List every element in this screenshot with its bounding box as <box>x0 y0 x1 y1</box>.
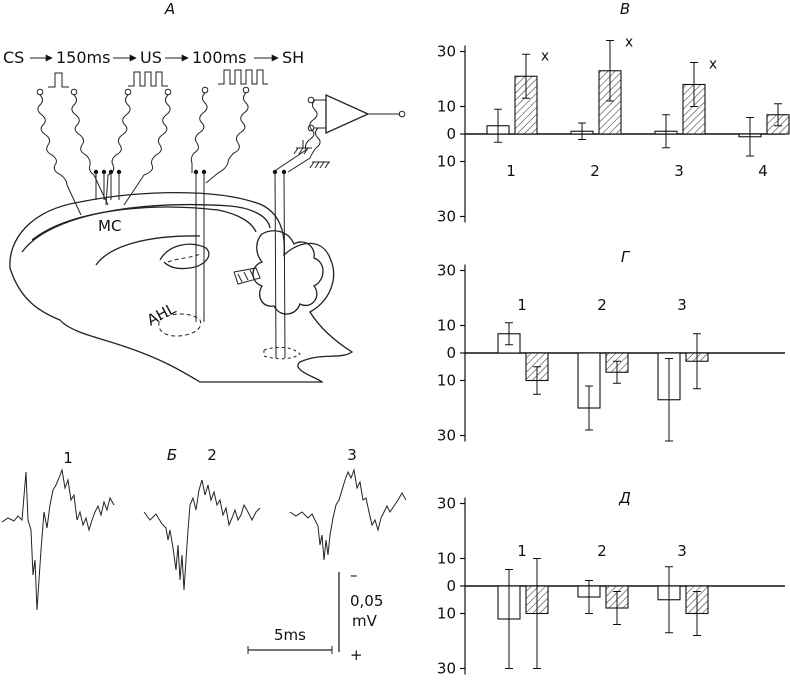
scale-amplitude-value: 0,05 <box>350 592 383 610</box>
trace-1 <box>1 468 115 611</box>
ground-icon <box>293 147 330 169</box>
chart-3: Д 30 10 0 10 30 1 2 3 <box>437 489 785 678</box>
significance-mark: x <box>625 35 633 51</box>
brain-outline <box>9 191 354 383</box>
protocol-cs: CS <box>3 48 24 67</box>
ahl-label: AHL <box>144 299 179 329</box>
y-tick-label: 10 <box>437 153 456 171</box>
trace-label-1: 1 <box>63 449 73 467</box>
category-label: 3 <box>677 296 687 314</box>
category-label: 3 <box>677 542 687 560</box>
sh-pulse-train-icon <box>218 69 268 85</box>
chart-panel-label: Г <box>621 248 631 266</box>
panel-b-label: Б <box>167 446 177 464</box>
us-leads <box>105 88 172 206</box>
y-tick-label: 0 <box>446 125 456 143</box>
y-tick-label: 0 <box>446 344 456 362</box>
scale-amplitude-unit: mV <box>352 612 378 630</box>
y-tick-label: 10 <box>437 605 456 623</box>
trace-2 <box>143 479 261 591</box>
category-label: 1 <box>506 162 516 180</box>
protocol-sh: SH <box>282 48 304 67</box>
trace-3 <box>289 468 407 561</box>
electrode-tips <box>93 169 287 175</box>
y-tick-label: 10 <box>437 372 456 390</box>
category-label: 2 <box>590 162 600 180</box>
y-tick-label: 30 <box>437 427 456 445</box>
chart-panel-label: Д <box>618 489 631 507</box>
category-label: 1 <box>517 296 527 314</box>
panel-a-label: А <box>164 0 175 18</box>
category-label: 2 <box>597 542 607 560</box>
y-tick-label: 30 <box>437 495 456 513</box>
panel-b: Б 1 2 3 – 0,05 mV + 5ms <box>1 446 407 664</box>
recording-leads <box>275 99 321 173</box>
category-label: 3 <box>674 162 684 180</box>
cs-leads <box>36 88 109 216</box>
scale-plus-sign: + <box>350 646 363 664</box>
y-tick-label: 30 <box>437 208 456 226</box>
y-tick-label: 30 <box>437 43 456 61</box>
y-tick-label: 30 <box>437 660 456 678</box>
scale-minus-sign: – <box>350 566 358 584</box>
cs-pulse-icon <box>48 72 69 88</box>
protocol-us: US <box>140 48 162 67</box>
category-label: 1 <box>517 542 527 560</box>
amplifier-icon <box>296 93 406 149</box>
us-pulse-train-icon <box>128 71 168 87</box>
y-tick-label: 10 <box>437 98 456 116</box>
y-tick-label: 0 <box>446 577 456 595</box>
sh-leads <box>190 86 250 184</box>
bar-charts: В3010010301x2x3x4xГ301001030123Д30100103… <box>437 0 790 678</box>
protocol-delay-2: 100ms <box>192 48 246 67</box>
chart-1: В3010010301x2x3x4x <box>437 0 790 226</box>
y-tick-label: 10 <box>437 317 456 335</box>
category-label: 4 <box>758 162 768 180</box>
category-label: 2 <box>597 296 607 314</box>
y-tick-label: 30 <box>437 262 456 280</box>
significance-mark: x <box>709 57 717 73</box>
protocol-delay-1: 150ms <box>56 48 110 67</box>
trace-label-3: 3 <box>347 446 357 464</box>
chart-panel-label: В <box>620 0 630 18</box>
chart-2: Г 30 10 0 10 30 1 2 3 <box>437 248 785 445</box>
trace-label-2: 2 <box>207 446 217 464</box>
significance-mark: x <box>541 48 549 64</box>
y-tick-label: 10 <box>437 550 456 568</box>
panel-a: А CS 150ms US 100ms SH <box>3 0 406 383</box>
mc-label: MC <box>98 217 121 235</box>
scale-time-value: 5ms <box>274 626 306 644</box>
